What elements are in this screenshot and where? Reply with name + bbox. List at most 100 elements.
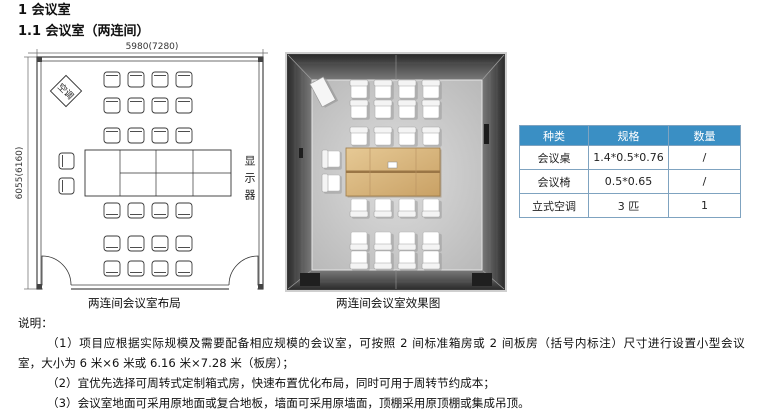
table-row: 会议椅 0.5*0.65 / — [519, 169, 741, 194]
chair-seat — [350, 84, 368, 99]
notes-label: 说明： — [18, 316, 53, 330]
table-cell-spec: 0.5*0.65 — [588, 169, 669, 194]
table-cell-spec: 3 匹 — [588, 193, 669, 218]
chair-seat — [350, 131, 368, 146]
render-chair — [421, 99, 442, 120]
plan-chair — [151, 71, 169, 88]
note-3: （3）会议室地面可采用原地面或复合地板，墙面可采用原墙面，顶棚采用原顶棚或集成吊… — [47, 396, 530, 410]
plan-chair — [103, 71, 121, 88]
height-dimension: 6055(6160) — [15, 56, 37, 290]
chair-seat — [175, 202, 193, 219]
plan-chair — [127, 97, 145, 114]
plan-chair — [127, 71, 145, 88]
chair-seat — [175, 71, 193, 88]
render-chair — [349, 79, 370, 100]
chair-seat — [103, 235, 121, 252]
chair-back — [397, 99, 417, 107]
chair-back — [397, 210, 417, 218]
chair-seat — [422, 198, 440, 213]
chair-seat — [326, 174, 341, 192]
chair-seat — [398, 84, 416, 99]
air-conditioner-body — [309, 76, 336, 108]
chair-back — [421, 243, 441, 251]
table-cell-quantity: / — [668, 145, 741, 170]
chair-seat — [175, 235, 193, 252]
plan-chair — [103, 235, 121, 252]
chair-seat — [398, 104, 416, 119]
door-opening — [42, 283, 71, 291]
chair-seat — [103, 202, 121, 219]
chair-seat — [175, 127, 193, 144]
chair-seat — [350, 231, 368, 246]
render-chair — [421, 250, 442, 271]
chair-seat — [103, 127, 121, 144]
render-air-conditioner — [309, 76, 339, 108]
plan-chair — [175, 127, 193, 144]
door-opening — [229, 283, 258, 291]
render-view-caption: 两连间会议室效果图 — [336, 296, 441, 310]
plan-chair — [58, 152, 75, 170]
door-swing-right — [228, 255, 259, 286]
render-chair — [373, 99, 394, 120]
chair-back — [321, 149, 329, 169]
table-row: 立式空调 3 匹 1 — [519, 193, 741, 218]
note-2: （2）宜优先选择可周转式定制箱式房，快速布置优化布局，同时可用于周转节约成本； — [47, 376, 495, 390]
chair-seat — [151, 71, 169, 88]
chair-seat — [374, 84, 392, 99]
floor-plan-caption: 两连间会议室布局 — [88, 296, 181, 310]
chair-seat — [151, 97, 169, 114]
plan-chair — [103, 127, 121, 144]
corner-post — [258, 284, 263, 289]
plan-chair — [127, 260, 145, 277]
render-chair — [349, 250, 370, 271]
chair-back — [421, 99, 441, 107]
chair-seat — [151, 127, 169, 144]
table-header-cell: 数量 — [668, 125, 741, 146]
render-chair — [397, 99, 418, 120]
plan-chair — [58, 177, 75, 195]
chair-seat — [58, 152, 75, 170]
plan-chair — [127, 202, 145, 219]
chair-seat — [103, 97, 121, 114]
plan-chairs — [58, 71, 193, 277]
door-swing-left — [41, 255, 72, 286]
section-heading: 1 会议室 — [18, 3, 71, 18]
chair-back — [373, 210, 393, 218]
table-cell-type: 立式空调 — [519, 193, 589, 218]
chair-back — [421, 126, 441, 134]
render-chair — [373, 231, 394, 252]
chair-back — [421, 210, 441, 218]
plan-chair — [103, 97, 121, 114]
render-chair — [397, 231, 418, 252]
wall-panel-lines — [294, 62, 498, 283]
chair-back — [373, 126, 393, 134]
chair-seat — [127, 71, 145, 88]
chair-back — [397, 79, 417, 87]
table-cell-spec: 1.4*0.5*0.76 — [588, 145, 669, 170]
chair-back — [349, 99, 369, 107]
render-chair — [349, 99, 370, 120]
render-chair — [321, 149, 342, 170]
chair-back — [373, 243, 393, 251]
corner-post — [37, 284, 42, 289]
chair-back — [321, 173, 329, 193]
render-chair — [349, 231, 370, 252]
chair-seat — [151, 260, 169, 277]
chair-seat — [422, 131, 440, 146]
plan-chair — [103, 260, 121, 277]
chair-back — [373, 79, 393, 87]
render-chair — [349, 126, 370, 147]
chair-back — [397, 262, 417, 270]
chair-seat — [127, 260, 145, 277]
table-header-cell: 种类 — [519, 125, 589, 146]
chair-back — [373, 262, 393, 270]
table-cell-type: 会议桌 — [519, 145, 589, 170]
render-chair — [421, 126, 442, 147]
render-conference-table — [345, 147, 442, 198]
plan-chair — [175, 202, 193, 219]
note-1-line-1: （1）项目应根据实际规模及需要配备相应规模的会议室，可按照 2 间标准箱房或 2… — [47, 336, 746, 350]
chair-seat — [175, 260, 193, 277]
chair-seat — [127, 127, 145, 144]
render-chair — [397, 126, 418, 147]
spec-table: 种类 规格 数量 会议桌 1.4*0.5*0.76 / 会议椅 0.5*0.65… — [519, 125, 741, 218]
